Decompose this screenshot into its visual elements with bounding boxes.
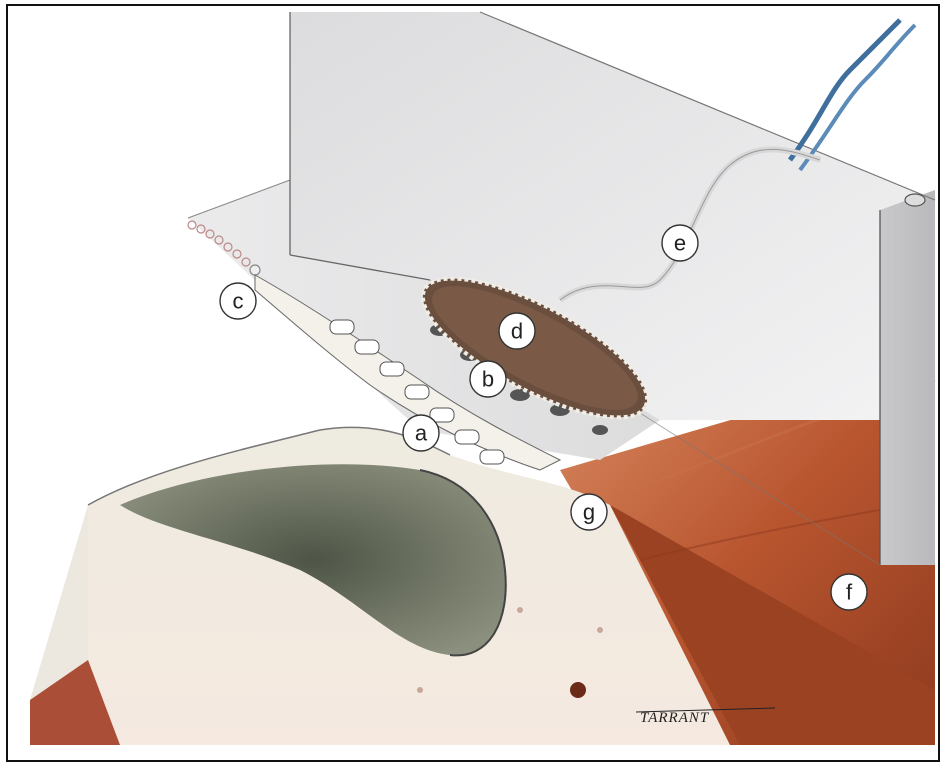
label-e: e	[662, 225, 698, 261]
svg-text:g: g	[583, 500, 595, 525]
svg-text:c: c	[233, 289, 244, 314]
label-g: g	[571, 494, 607, 530]
svg-text:a: a	[415, 421, 428, 446]
svg-text:d: d	[511, 319, 523, 344]
svg-text:e: e	[674, 231, 686, 256]
label-c: c	[220, 283, 256, 319]
label-b: b	[470, 361, 506, 397]
svg-text:b: b	[482, 367, 494, 392]
label-a: a	[403, 415, 439, 451]
label-d: d	[499, 313, 535, 349]
label-f: f	[831, 574, 867, 610]
svg-text:f: f	[846, 580, 853, 605]
svg-text:TARRANT: TARRANT	[640, 710, 710, 726]
